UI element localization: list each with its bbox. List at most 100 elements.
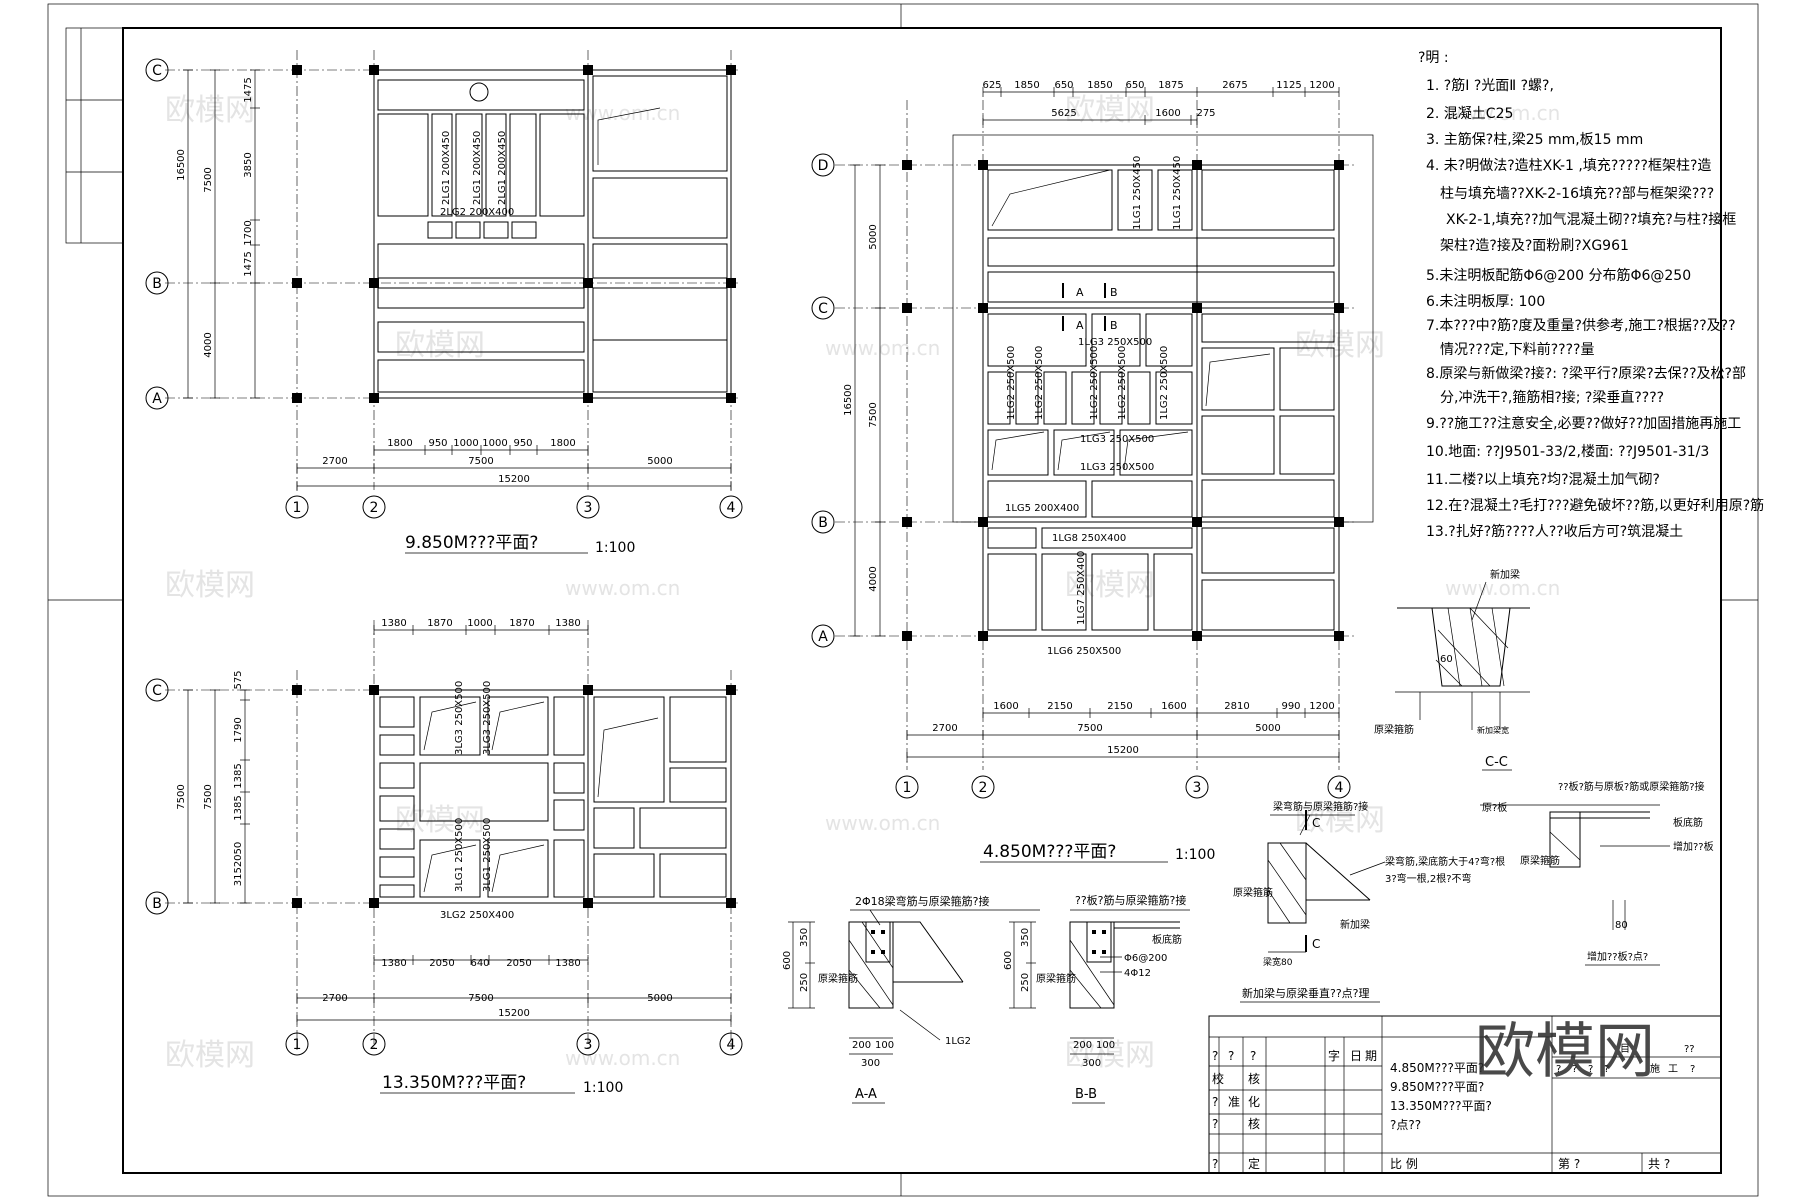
dim-label: 1380: [381, 958, 406, 969]
dim-label: 600: [1003, 951, 1014, 970]
axis-label: C: [152, 63, 162, 79]
watermark-logo-text: 欧模网: [1475, 1017, 1655, 1087]
dim-label: 3850: [243, 152, 254, 177]
detail-note: ??板?筋与原梁箍筋?接: [1075, 893, 1186, 907]
detail-a-a: 2Φ18梁弯筋与原梁箍筋?接 350 250 600 原梁箍筋 200 100 …: [782, 894, 1040, 1104]
drawing-name: ?点??: [1390, 1118, 1421, 1132]
section-mark: A: [1076, 319, 1084, 332]
beam-label: 1LG6 250X500: [1047, 646, 1121, 657]
detail-label: 新加梁: [1340, 918, 1370, 931]
tb-cell: 校: [1212, 1071, 1224, 1086]
dim-label: 2050: [429, 958, 454, 969]
detail-label: 梁宽80: [1263, 956, 1293, 968]
dim-label: 15200: [1107, 745, 1139, 756]
dim-label: 350: [799, 928, 810, 947]
dim-label: 5625: [1051, 108, 1076, 119]
note-line: 柱与填充墙??XK-2-16填充??部与框架梁???: [1440, 186, 1714, 202]
beam-label: 1LG3 250X500: [1080, 434, 1154, 445]
dim-label: 1385: [233, 795, 244, 820]
detail-label: 梁弯筋与原梁箍筋?接: [1273, 800, 1368, 813]
tb-cell: 期: [1365, 1049, 1377, 1063]
plan-scale: 1:100: [1175, 847, 1215, 863]
dim-label: 15200: [498, 1008, 530, 1019]
tb-cell: ?: [1604, 1064, 1609, 1075]
tb-cell: ?: [1690, 1064, 1695, 1075]
note-line: 9.??施工??注意安全,必要??做好??加固措施再施工: [1426, 415, 1741, 432]
dim-label: 1380: [381, 618, 406, 629]
beam-label: 1LG2 250X500: [1034, 346, 1045, 420]
dim-label: 1600: [1155, 108, 1180, 119]
axis-label: 4: [727, 1037, 736, 1053]
detail-label: 板底筋: [1673, 816, 1703, 829]
dim-label: 300: [861, 1058, 880, 1069]
dim-label: 1475: [243, 251, 254, 276]
dim-label: 950: [428, 438, 447, 449]
dim-label: 1000: [453, 438, 478, 449]
dim-label: 1700: [243, 220, 254, 245]
dim-label: 640: [470, 958, 489, 969]
section-mark: B: [1110, 319, 1118, 332]
dim-label: 1875: [1158, 80, 1183, 91]
detail-label: 原梁箍筋: [1036, 972, 1076, 985]
dim-label: 1600: [1161, 701, 1186, 712]
beam-label: 1LG2 250X500: [1089, 346, 1100, 420]
detail-label: 原?板: [1482, 801, 1507, 814]
detail-title: 新加梁与原梁垂直??点?理: [1242, 986, 1370, 1000]
dim-label: 1385: [233, 763, 244, 788]
dim-label: 7500: [1077, 723, 1102, 734]
axis-label: B: [152, 276, 162, 292]
tb-cell: 核: [1248, 1072, 1260, 1086]
note-line: 7.本???中?筋?度及重量?供参考,施工?根据??及??: [1426, 317, 1736, 334]
general-notes: ?明 : 1. ?筋Ⅰ ?光面Ⅱ ?螺?, 2. 混凝土C25 3. 主筋保?柱…: [1418, 50, 1764, 540]
note-line: 6.未注明板厚: 100: [1426, 294, 1545, 310]
plan-title: 4.850M???平面?: [983, 842, 1116, 862]
dim-label: 7500: [176, 784, 187, 809]
detail-label: 梁弯筋,梁底筋大于4?弯?根: [1385, 855, 1505, 868]
dim-label: 5000: [1255, 723, 1280, 734]
tb-cell: 化: [1248, 1095, 1260, 1109]
note-line: 13.?扎好?筋????人??收后方可?筑混凝土: [1426, 523, 1683, 540]
detail-b-b: ??板?筋与原梁箍筋?接 350 250 600 原梁箍筋 板底筋 Φ6@200…: [1003, 893, 1190, 1104]
beam-label: 2LG1 200X450: [497, 131, 508, 205]
beam-label: 2LG2 200X400: [440, 207, 514, 218]
detail-title: C-C: [1485, 755, 1508, 770]
section-mark: C: [1312, 816, 1320, 830]
beam-label: 1LG1 250X450: [1132, 156, 1143, 230]
dim-label: 1790: [233, 717, 244, 742]
dim-label: 1000: [482, 438, 507, 449]
tb-cell: 字: [1328, 1048, 1340, 1063]
note-line: 5.未注明板配筋Φ6@200 分布筋Φ6@250: [1426, 267, 1691, 284]
tb-cell: ?: [1556, 1064, 1561, 1075]
total-label: 共 ?: [1648, 1157, 1670, 1171]
watermark-text: 欧模网: [1065, 568, 1155, 603]
axis-label: 3: [1193, 780, 1202, 796]
tb-cell: 日: [1350, 1049, 1362, 1063]
beam-label: 3LG1 250X500: [482, 818, 493, 892]
dim-label: 5000: [647, 993, 672, 1004]
dim-label: 2050: [506, 958, 531, 969]
dim-label: 1800: [550, 438, 575, 449]
dim-label: 1475: [243, 77, 254, 102]
tb-cell: ?: [1228, 1049, 1234, 1063]
section-mark: A: [1076, 286, 1084, 299]
dim-label: 650: [1054, 80, 1073, 91]
note-line: 2. 混凝土C25: [1426, 106, 1513, 122]
detail-label: Φ6@200: [1124, 953, 1167, 964]
tb-cell: ?: [1588, 1064, 1593, 1075]
dim-label: 16500: [176, 149, 187, 181]
note-line: 3. 主筋保?柱,梁25 mm,板15 mm: [1426, 131, 1643, 148]
dim-label: 1125: [1276, 80, 1301, 91]
dim-label: 16500: [843, 384, 854, 416]
page-label: 第 ?: [1558, 1157, 1580, 1171]
plan-scale: 1:100: [595, 540, 635, 556]
axis-label: 1: [903, 780, 912, 796]
dim-label: 7500: [868, 402, 879, 427]
detail-title: 增加??板?点?: [1587, 950, 1648, 963]
note-line: XK-2-1,填充??加气混凝土砌??填充?与柱?接框: [1446, 211, 1736, 228]
tb-cell: ?: [1212, 1157, 1218, 1171]
watermark-logo: 欧模网: [1475, 1017, 1655, 1087]
dim-label: 1600: [993, 701, 1018, 712]
beam-label: 1LG2 250X500: [1117, 346, 1128, 420]
beam-label: 2LG1 200X450: [441, 131, 452, 205]
tb-cell: 施: [1650, 1062, 1660, 1075]
